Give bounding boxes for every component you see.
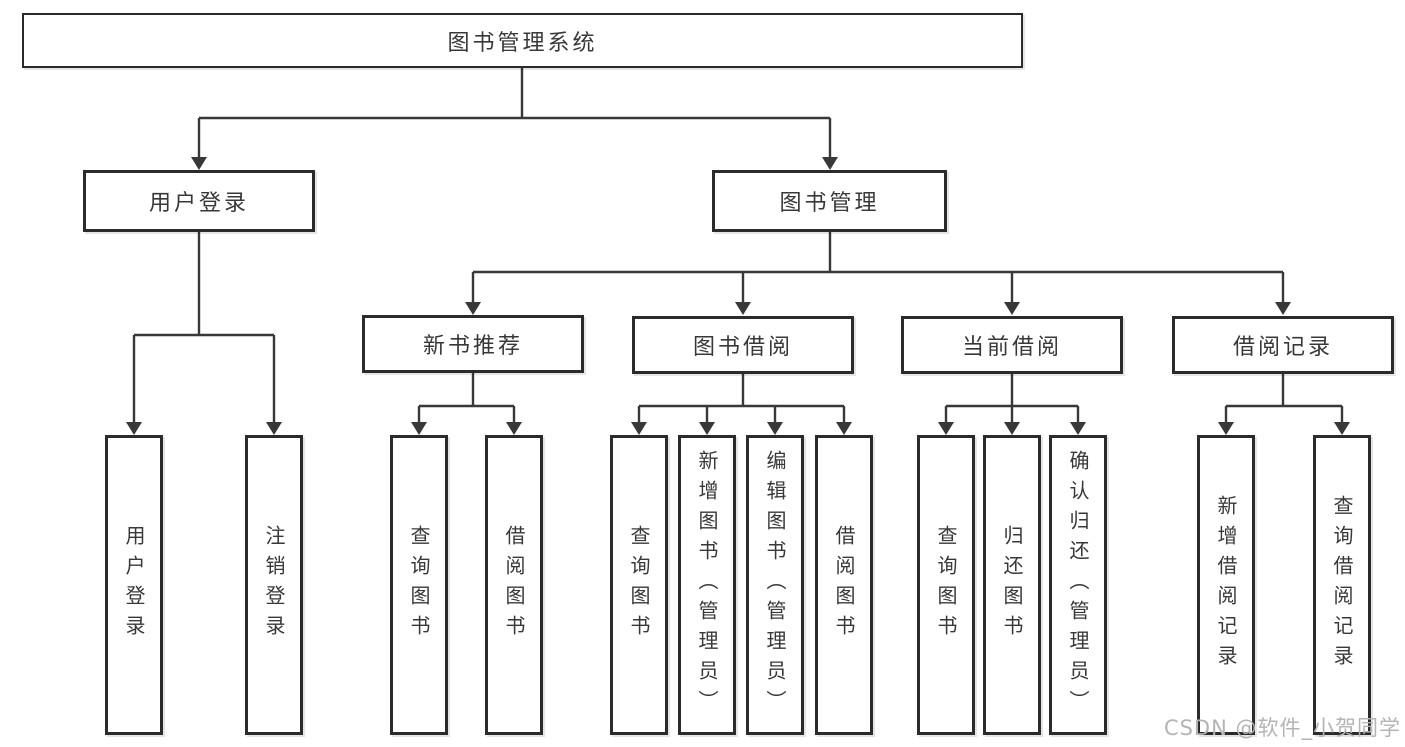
leaf-borrow-books: 借阅图书: [815, 435, 873, 735]
node-label: 图书管理系统: [447, 30, 598, 56]
leaf-label: 借阅图书: [832, 525, 856, 645]
leaf-label: 查询图书: [627, 525, 651, 645]
leaf-query-books-current: 查询图书: [917, 435, 975, 735]
leaf-label: 查询图书: [934, 525, 958, 645]
node-current-borrow: 当前借阅: [901, 316, 1123, 374]
leaf-label: 借阅图书: [502, 525, 526, 645]
node-borrow-record: 借阅记录: [1172, 316, 1394, 374]
leaf-query-books-borrow: 查询图书: [610, 435, 668, 735]
csdn-watermark: CSDN @软件_小贺同学: [1163, 716, 1401, 740]
leaf-label: 查询借阅记录: [1330, 495, 1354, 675]
node-library-management-system: 图书管理系统: [22, 13, 1023, 68]
node-label: 当前借阅: [961, 335, 1062, 360]
leaf-add-borrow-record: 新增借阅记录: [1197, 435, 1255, 735]
leaf-query-borrow-record: 查询借阅记录: [1313, 435, 1371, 735]
node-book-borrow: 图书借阅: [632, 316, 854, 374]
node-user-login: 用户登录: [83, 170, 315, 232]
leaf-logout: 注销登录: [245, 435, 303, 735]
leaf-query-books-recommend: 查询图书: [390, 435, 448, 735]
leaf-edit-book-admin: 编辑图书（管理员）: [746, 435, 804, 735]
leaf-label: 查询图书: [407, 525, 431, 645]
connector-arrow-lines: [126, 118, 1350, 435]
leaf-label: 注销登录: [262, 525, 286, 645]
leaf-user-login: 用户登录: [105, 435, 163, 735]
node-label: 用户登录: [148, 191, 249, 216]
node-label: 图书借阅: [692, 335, 793, 360]
leaf-label: 归还图书: [1000, 525, 1024, 645]
node-label: 图书管理: [779, 191, 880, 216]
leaf-label: 新增借阅记录: [1214, 495, 1238, 675]
node-book-management: 图书管理: [712, 170, 947, 232]
connector-trunk-lines: [134, 68, 1342, 408]
leaf-add-book-admin: 新增图书（管理员）: [678, 435, 736, 735]
node-label: 借阅记录: [1232, 335, 1333, 360]
leaf-confirm-return-admin: 确认归还（管理员）: [1049, 435, 1107, 735]
leaf-label: 新增图书（管理员）: [695, 450, 719, 720]
leaf-borrow-books-recommend: 借阅图书: [485, 435, 543, 735]
leaf-label: 用户登录: [122, 525, 146, 645]
leaf-label: 确认归还（管理员）: [1066, 450, 1090, 720]
leaf-return-books: 归还图书: [983, 435, 1041, 735]
node-label: 新书推荐: [422, 334, 523, 359]
leaf-label: 编辑图书（管理员）: [763, 450, 787, 720]
node-new-book-recommend: 新书推荐: [362, 315, 584, 373]
